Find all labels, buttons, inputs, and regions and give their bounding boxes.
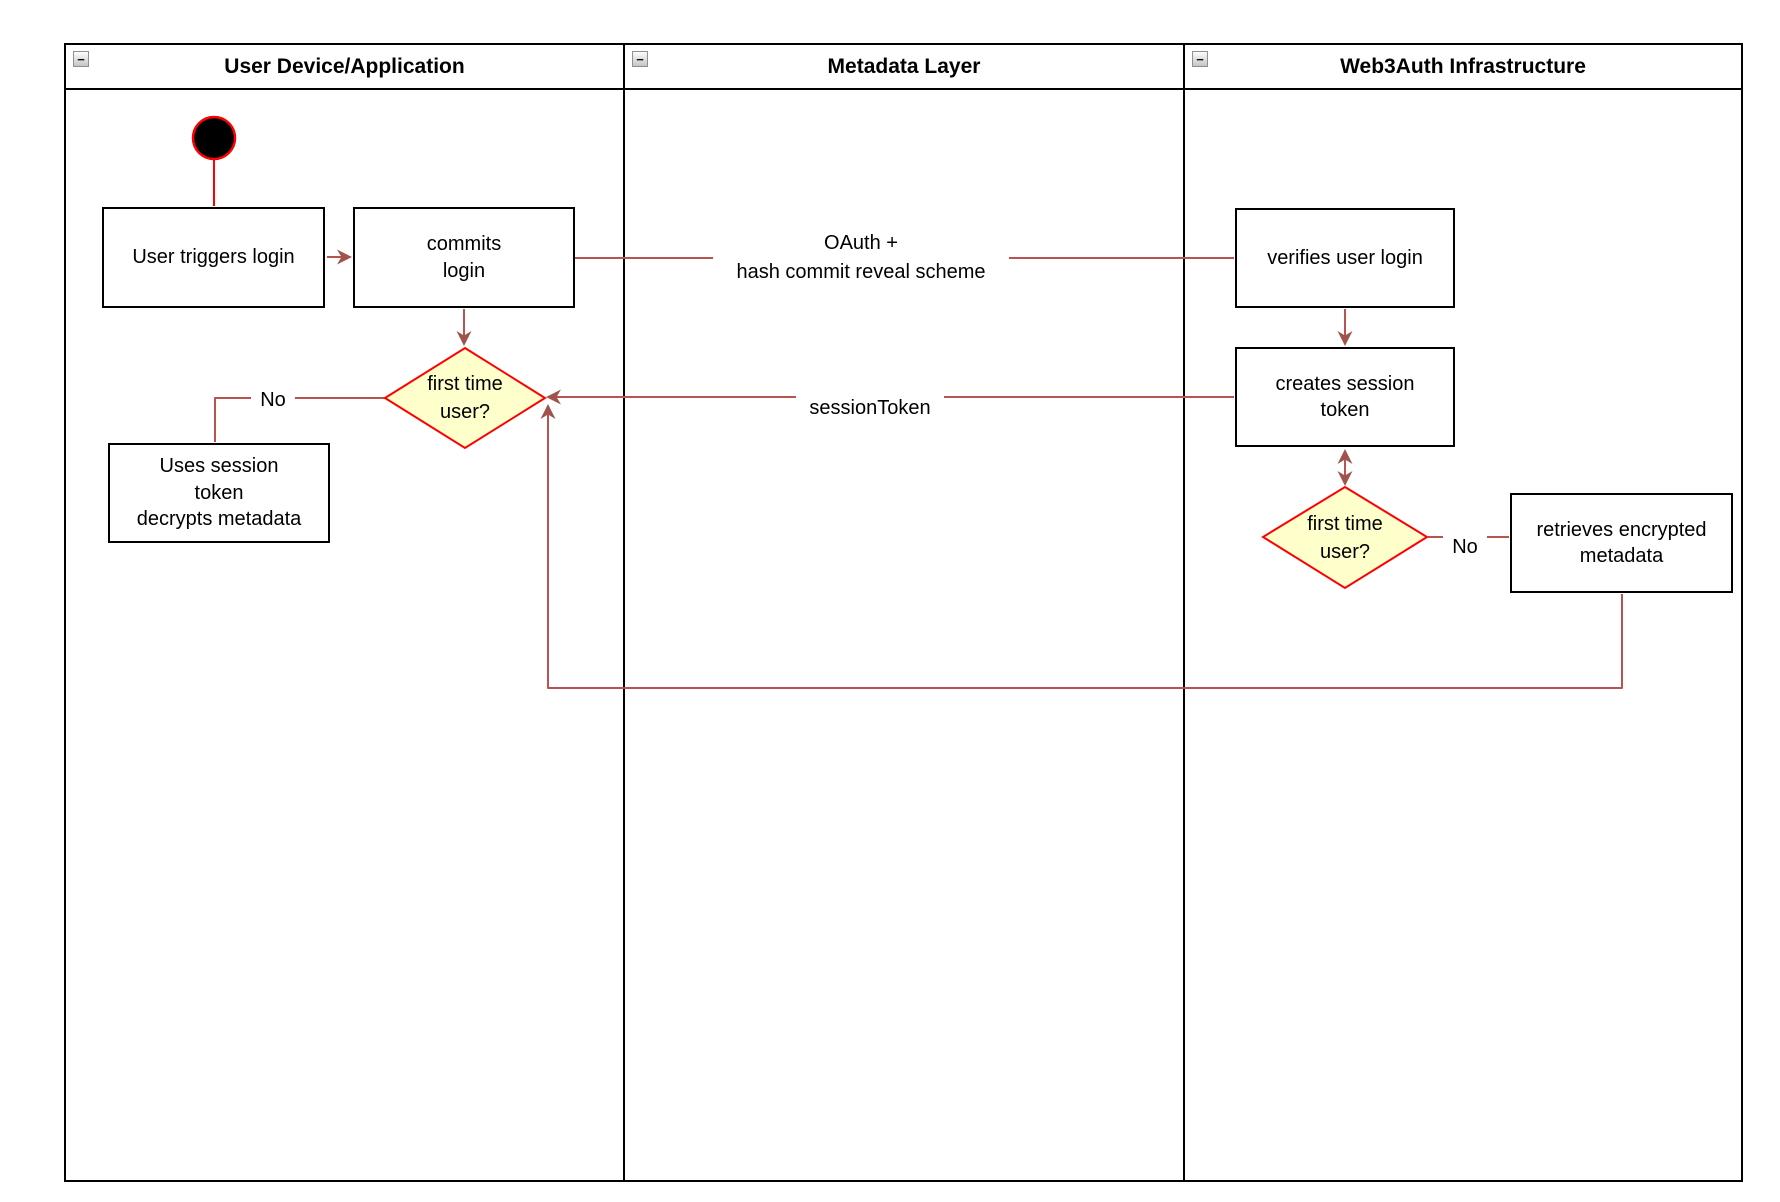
minus-icon: − xyxy=(77,51,85,67)
lane-web3auth-infrastructure: − Web3Auth Infrastructure xyxy=(1185,45,1741,1180)
node-creates-session-token[interactable]: creates session token xyxy=(1235,347,1455,447)
collapse-lane-button[interactable]: − xyxy=(632,51,648,67)
node-uses-session-token[interactable]: Uses session token decrypts metadata xyxy=(108,443,330,543)
node-retrieves-encrypted-metadata[interactable]: retrieves encrypted metadata xyxy=(1510,493,1733,593)
lane-header-web3auth-infrastructure: − Web3Auth Infrastructure xyxy=(1185,45,1741,90)
edge-decision-no-to-uses-session xyxy=(214,397,385,442)
swimlane-pool: − User Device/Application − Metadata Lay… xyxy=(64,43,1743,1182)
edge-label-no-infra: No xyxy=(1443,535,1487,559)
decision-label-first-time-user-infra: first time user? xyxy=(1307,512,1383,563)
minus-icon: − xyxy=(636,51,644,67)
minus-icon: − xyxy=(1196,51,1204,67)
decision-label-first-time-user-device: first time user? xyxy=(427,373,503,423)
lane-header-user-device: − User Device/Application xyxy=(66,45,623,90)
lane-header-metadata-layer: − Metadata Layer xyxy=(625,45,1183,90)
lane-title: Metadata Layer xyxy=(827,54,981,78)
decision-diamond-first-time-user-device[interactable] xyxy=(383,346,547,450)
edge-label-no-device: No xyxy=(251,388,295,412)
edge-label-session-token: sessionToken xyxy=(796,395,944,421)
decision-diamond-first-time-user-infra[interactable] xyxy=(1261,485,1429,590)
edge-retrieves-feedback-to-decision xyxy=(540,404,1623,689)
collapse-lane-button[interactable]: − xyxy=(73,51,89,67)
edge-label-oauth: OAuth + hash commit reveal scheme xyxy=(713,229,1009,287)
collapse-lane-button[interactable]: − xyxy=(1192,51,1208,67)
lane-title: User Device/Application xyxy=(224,54,465,78)
lane-title: Web3Auth Infrastructure xyxy=(1340,54,1586,78)
node-verifies-user-login[interactable]: verifies user login xyxy=(1235,208,1455,308)
node-commits-login[interactable]: commits login xyxy=(353,207,575,308)
lane-metadata-layer: − Metadata Layer xyxy=(625,45,1185,1180)
lane-user-device: − User Device/Application xyxy=(66,45,625,1180)
node-user-triggers-login[interactable]: User triggers login xyxy=(102,207,325,308)
start-node[interactable] xyxy=(191,115,237,161)
